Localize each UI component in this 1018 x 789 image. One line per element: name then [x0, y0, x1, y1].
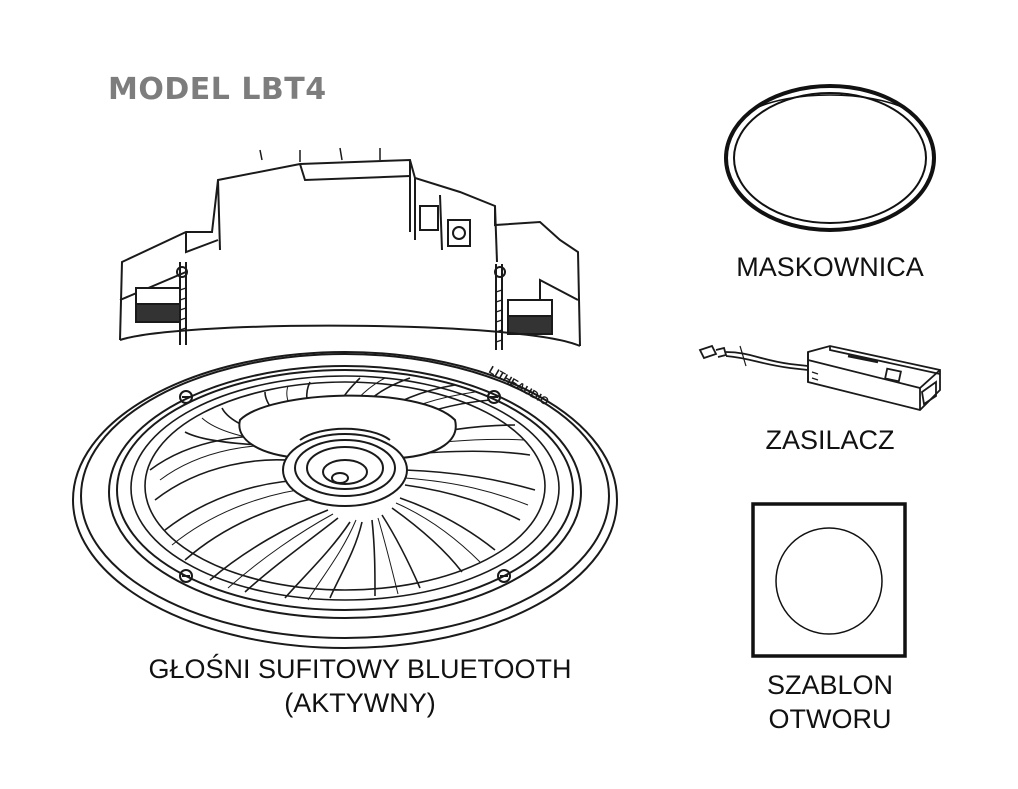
- trim-screws: [179, 390, 511, 583]
- power-supply-icon: [698, 344, 941, 411]
- speaker-label-line-2: (AKTYWNY): [284, 688, 436, 718]
- speaker-housing: [119, 147, 581, 350]
- grille-label-line-1: MASKOWNICA: [736, 252, 924, 282]
- template-label: SZABLON OTWORU: [700, 668, 960, 736]
- template-label-line-2: OTWORU: [768, 704, 892, 734]
- power-supply-label-line-1: ZASILACZ: [765, 425, 895, 455]
- template-label-line-1: SZABLON: [766, 670, 894, 700]
- speaker-tweeter: [238, 394, 457, 507]
- power-supply-label: ZASILACZ: [700, 423, 960, 457]
- ceiling-speaker-icon: LITHEAUDIO: [72, 147, 618, 649]
- grille-ring-icon: [724, 84, 936, 232]
- speaker-label-line-1: GŁOŚNI SUFITOWY BLUETOOTH: [148, 654, 572, 684]
- grille-label: MASKOWNICA: [700, 250, 960, 284]
- speaker-label: GŁOŚNI SUFITOWY BLUETOOTH (AKTYWNY): [100, 652, 620, 720]
- model-title: MODEL LBT4: [108, 72, 327, 107]
- cutout-template-icon: [751, 502, 907, 658]
